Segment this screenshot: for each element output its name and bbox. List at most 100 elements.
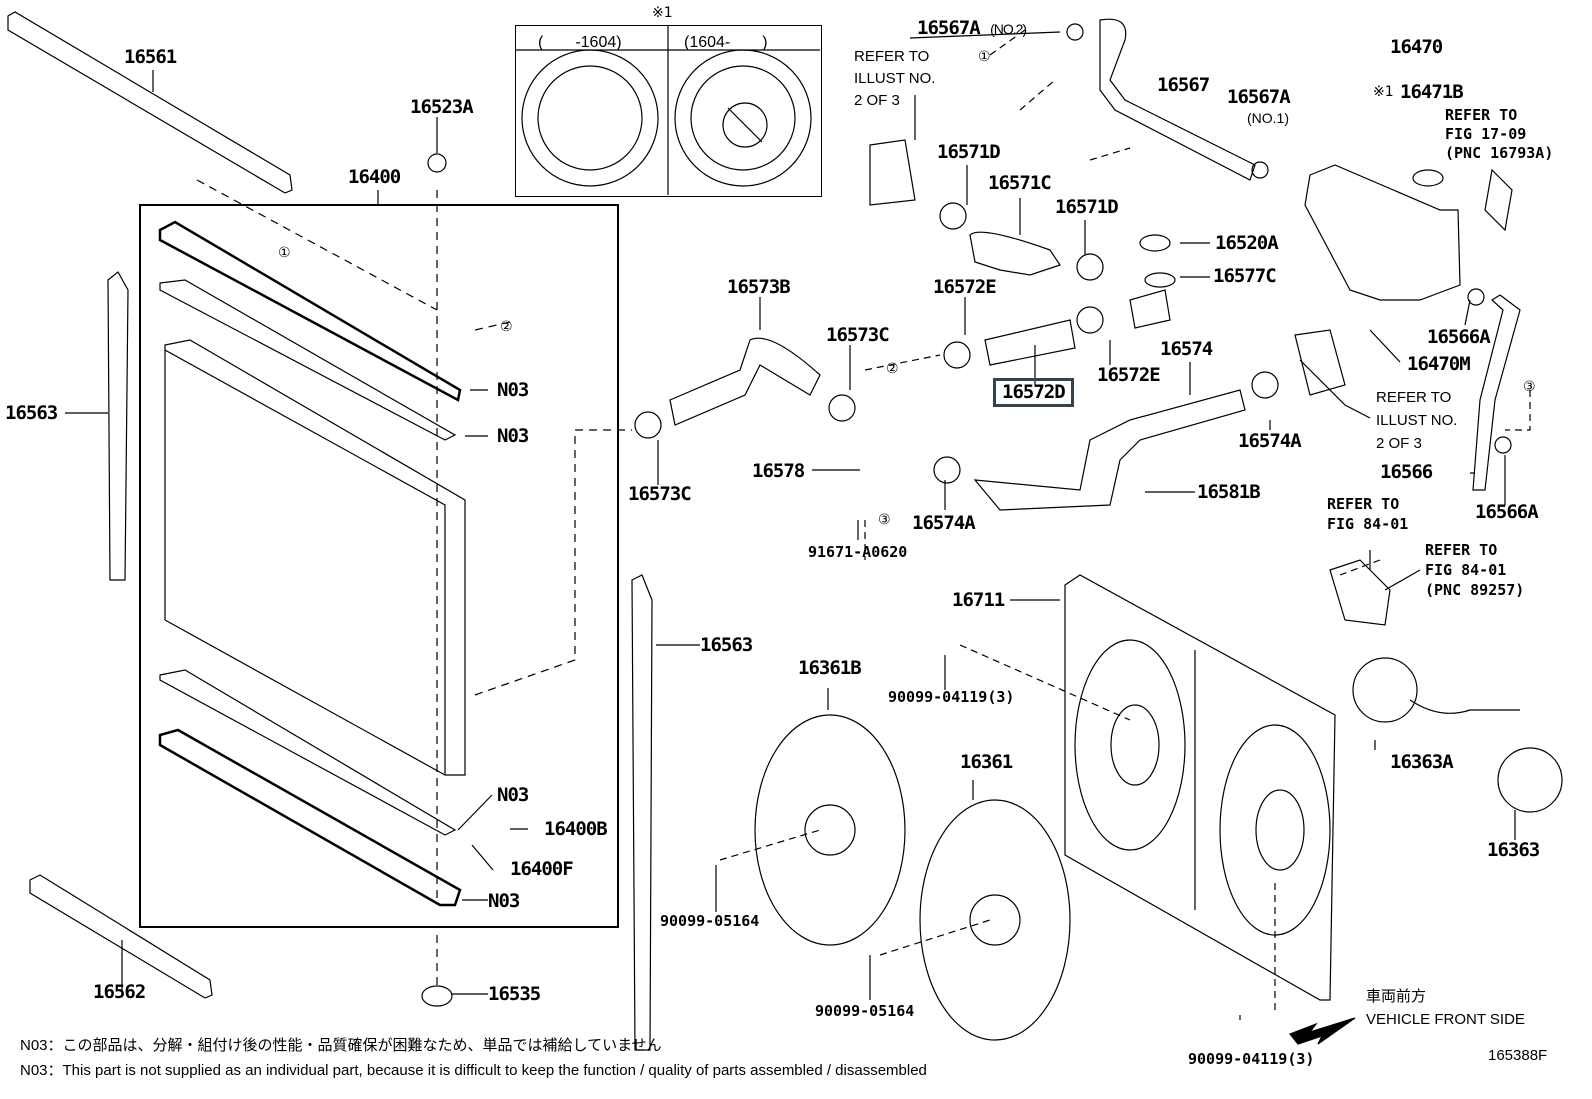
part-label-n03-lower-gasket[interactable]: N03 xyxy=(497,784,529,806)
support-bar-upper xyxy=(7,11,293,194)
drain-cock-plug xyxy=(427,153,447,173)
part-label-16571D-lower[interactable]: 16571D xyxy=(1055,196,1119,218)
radiator-cushion xyxy=(421,985,453,1007)
part-label-16574A-right[interactable]: 16574A xyxy=(1238,430,1302,452)
part-label-16578[interactable]: 16578 xyxy=(752,460,805,482)
fan-16361B xyxy=(754,714,906,946)
part-label-16567[interactable]: 16567 xyxy=(1157,74,1210,96)
clamp xyxy=(1066,23,1084,41)
reference-fig-84-01-bolt[interactable]: REFER TO FIG 84-01 xyxy=(1327,495,1409,533)
part-label-16566A-upper[interactable]: 16566A xyxy=(1427,326,1491,348)
part-label-16572E-right[interactable]: 16572E xyxy=(1097,364,1161,386)
part-label-16562[interactable]: 16562 xyxy=(93,981,146,1003)
clamp xyxy=(828,394,856,422)
fan-shroud-16711 xyxy=(1064,574,1336,1001)
part-label-90099-04119-upper[interactable]: 90099-04119(3) xyxy=(888,688,1015,706)
vehicle-front-arrow xyxy=(1289,1017,1356,1045)
part-label-16574A-left[interactable]: 16574A xyxy=(912,512,976,534)
part-label-16400B[interactable]: 16400B xyxy=(544,818,608,840)
hose-16567 xyxy=(1099,18,1256,181)
callout-1-hose: ① xyxy=(978,49,991,65)
clamp xyxy=(933,456,961,484)
part-label-16561[interactable]: 16561 xyxy=(124,46,177,68)
callout-3-hose: ③ xyxy=(1523,379,1536,395)
part-label-16535[interactable]: 16535 xyxy=(488,983,541,1005)
clamp xyxy=(634,411,662,439)
fan-motor-16363 xyxy=(1497,747,1563,813)
reference-illust-top[interactable]: REFER TO ILLUST NO. 2 OF 3 xyxy=(854,48,936,109)
note-n03-jp: N03：この部品は、分解・組付け後の性能・品質確保が困難なため、単品では補給して… xyxy=(20,1037,662,1054)
clamp xyxy=(1467,288,1485,306)
reference-fig-84-01-module[interactable]: REFER TO FIG 84-01 (PNC 89257) xyxy=(1425,541,1525,599)
radiator-upper-tank xyxy=(158,220,462,402)
part-label-16363[interactable]: 16363 xyxy=(1487,839,1540,861)
hose-16572D xyxy=(984,319,1076,366)
part-label-16400[interactable]: 16400 xyxy=(348,166,401,188)
part-label-16563-right[interactable]: 16563 xyxy=(700,634,753,656)
part-label-16572E-left[interactable]: 16572E xyxy=(933,276,997,298)
part-label-90099-05164-right[interactable]: 90099-05164 xyxy=(815,1002,915,1020)
clamp xyxy=(1251,161,1269,179)
part-label-90099-04119-lower[interactable]: 90099-04119(3) xyxy=(1188,1050,1315,1068)
support-bar-lower xyxy=(29,874,213,999)
part-label-16572D: 16572D xyxy=(1002,381,1066,403)
radiator-assembly-box xyxy=(139,204,619,928)
part-label-16574[interactable]: 16574 xyxy=(1160,338,1213,360)
part-label-16711[interactable]: 16711 xyxy=(952,589,1005,611)
clamp xyxy=(1076,306,1104,334)
radiator-core xyxy=(164,339,466,776)
part-label-16361[interactable]: 16361 xyxy=(960,751,1013,773)
clamp xyxy=(1494,436,1512,454)
callout-3-inlet: ③ xyxy=(878,512,891,528)
version-column-before: ( -1604) xyxy=(538,34,622,51)
reference-illust-right[interactable]: REFER TO ILLUST NO. 2 OF 3 xyxy=(1376,389,1458,452)
part-label-16571C[interactable]: 16571C xyxy=(988,172,1052,194)
part-label-16520A[interactable]: 16520A xyxy=(1215,232,1279,254)
hose-16574 xyxy=(973,389,1246,511)
radiator-gasket-upper xyxy=(159,279,457,441)
fan-16361 xyxy=(919,799,1071,1041)
part-label-16563-left[interactable]: 16563 xyxy=(5,402,58,424)
vehicle-front-label-jp: 車両前方 xyxy=(1366,988,1427,1005)
part-sub-no1: (NO.1) xyxy=(1247,110,1289,126)
part-label-n03-lower-tank[interactable]: N03 xyxy=(488,890,520,912)
callout-2-hose: ② xyxy=(886,361,899,377)
version-marker-16471B: ※1 xyxy=(1373,84,1394,100)
part-label-16581B[interactable]: 16581B xyxy=(1197,481,1261,503)
clamp xyxy=(1076,253,1104,281)
part-label-n03-upper-gasket[interactable]: N03 xyxy=(497,425,529,447)
part-label-16573B[interactable]: 16573B xyxy=(727,276,791,298)
callout-2-radiator: ② xyxy=(500,319,513,335)
part-label-16567A-no2[interactable]: 16567A (NO.2) xyxy=(917,17,1027,39)
part-label-16523A[interactable]: 16523A xyxy=(410,96,474,118)
hose-16571C xyxy=(969,231,1061,276)
vehicle-front-label-en: VEHICLE FRONT SIDE xyxy=(1366,1011,1525,1028)
part-label-16566A-lower[interactable]: 16566A xyxy=(1475,501,1539,523)
part-label-16566[interactable]: 16566 xyxy=(1380,461,1433,483)
reservoir-tank-16470 xyxy=(1304,164,1461,301)
radiator-lower-tank xyxy=(158,728,462,907)
part-label-16470M[interactable]: 16470M xyxy=(1407,353,1471,375)
part-label-16470[interactable]: 16470 xyxy=(1390,36,1443,58)
version-marker: ※1 xyxy=(652,5,673,21)
part-label-16573C-upper[interactable]: 16573C xyxy=(826,324,890,346)
part-label-91671-A0620[interactable]: 91671-A0620 xyxy=(808,543,908,561)
reference-fig-17-09[interactable]: REFER TO FIG 17-09 (PNC 16793A) xyxy=(1445,106,1554,162)
part-label-90099-05164-left[interactable]: 90099-05164 xyxy=(660,912,760,930)
part-label-16573C-lower[interactable]: 16573C xyxy=(628,483,692,505)
part-label-16567A-no1[interactable]: 16567A xyxy=(1227,86,1291,108)
clamp xyxy=(943,341,971,369)
part-label-16577C[interactable]: 16577C xyxy=(1213,265,1277,287)
part-label-16363A[interactable]: 16363A xyxy=(1390,751,1454,773)
part-label-16400F[interactable]: 16400F xyxy=(510,858,574,880)
part-label-n03-upper-tank[interactable]: N03 xyxy=(497,379,529,401)
hose-16566 xyxy=(1472,294,1521,491)
part-label-16571D-upper[interactable]: 16571D xyxy=(937,141,1001,163)
part-label-16471B[interactable]: 16471B xyxy=(1400,81,1464,103)
seal-strip-right xyxy=(631,574,653,1051)
highlighted-part-16572D[interactable]: 16572D xyxy=(993,378,1074,407)
clamp xyxy=(939,202,967,230)
part-label-16361B[interactable]: 16361B xyxy=(798,657,862,679)
